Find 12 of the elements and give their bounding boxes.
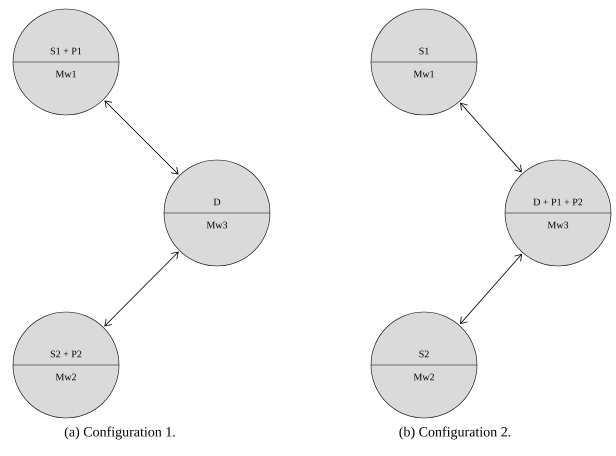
arrow xyxy=(104,100,179,175)
caption: (b) Configuration 2. xyxy=(399,426,510,440)
circle-node: S1 Mw1 xyxy=(370,8,478,116)
circle-node: D + P1 + P2 Mw3 xyxy=(504,160,612,266)
circle-node: S2 + P2 Mw2 xyxy=(12,312,120,418)
circle-node: S1 + P1 Mw1 xyxy=(12,8,120,116)
arrow xyxy=(460,102,522,172)
arrow xyxy=(104,252,179,326)
caption: (a) Configuration 1. xyxy=(64,426,175,440)
arrow xyxy=(460,254,522,324)
circle-node: D Mw3 xyxy=(164,160,270,266)
circle-node: S2 Mw2 xyxy=(370,312,478,418)
